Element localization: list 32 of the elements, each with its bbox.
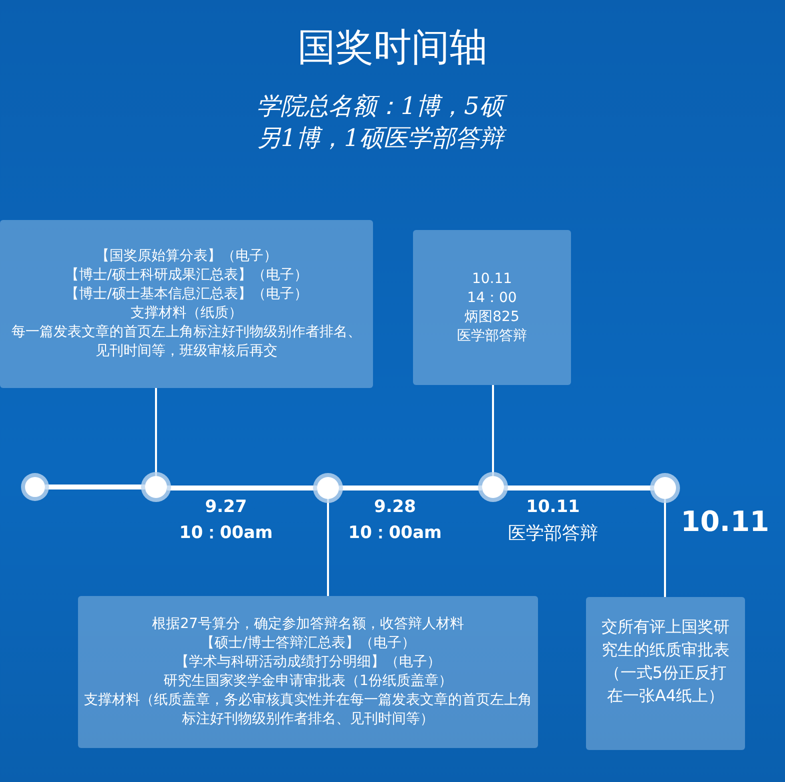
- date-label: 10：00am: [348, 522, 442, 544]
- card-text: 研究生国家奖学金申请审批表（1份纸质盖章）: [164, 672, 452, 691]
- card-text: 每一篇发表文章的首页左上角标注好刊物级别作者排名、见刊时间等，班级审核后再交: [10, 323, 362, 361]
- card-text: 支撑材料（纸质盖章，务必审核真实性并在每一篇发表文章的首页左上角标注好刊物级别作者排名、见刊时间等）: [84, 691, 532, 729]
- card-text: 14：00: [467, 288, 517, 308]
- timeline-dot: [654, 477, 676, 499]
- date-label: 医学部答辩: [508, 522, 598, 545]
- card-text: 交所有评上国奖研究生的纸质审批表（一式5份正反打在一张A4纸上）: [600, 616, 730, 707]
- date-label: 9.27: [205, 497, 247, 517]
- card-text: 医学部答辩: [457, 326, 527, 346]
- date-label: 10.11: [680, 505, 770, 538]
- card-text: 10.11: [472, 270, 512, 288]
- timeline-dot: [317, 477, 339, 499]
- date-label: 9.28: [374, 497, 416, 517]
- card-text: 【硕士/博士答辩汇总表】（电子）: [200, 634, 416, 653]
- info-card: [0, 220, 373, 388]
- card-text: 【博士/硕士科研成果汇总表】（电子）: [65, 266, 308, 285]
- timeline-dot: [145, 476, 167, 498]
- timeline-dot: [25, 477, 45, 497]
- card-text: 【国奖原始算分表】（电子）: [96, 247, 278, 266]
- card-text: 支撑材料（纸质）: [130, 304, 242, 323]
- date-label: 10：00am: [179, 522, 273, 544]
- info-card: [586, 597, 745, 750]
- date-label: 10.11: [526, 497, 580, 517]
- card-text: 炳图825: [464, 308, 520, 326]
- info-card: [78, 596, 538, 748]
- info-card: [413, 230, 571, 385]
- card-text: 根据27号算分，确定参加答辩名额，收答辩人材料: [152, 615, 464, 634]
- card-text: 【博士/硕士基本信息汇总表】（电子）: [65, 285, 308, 304]
- timeline-dot: [482, 476, 504, 498]
- card-text: 【学术与科研活动成绩打分明细】（电子）: [175, 653, 441, 672]
- diagram-title: 国奖时间轴: [296, 24, 488, 71]
